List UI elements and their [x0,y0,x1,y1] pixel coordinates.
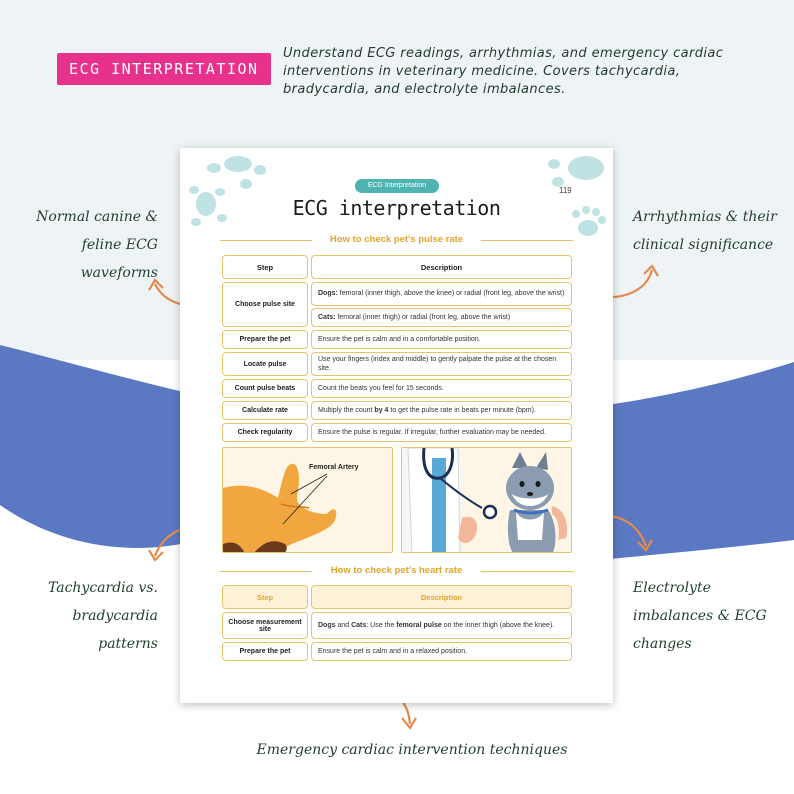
callout-waveforms: Normal canine &feline ECG waveforms [36,209,158,281]
dog-leg-illustration: Femoral Artery [223,463,359,552]
document-page: ECG Interpretation 119 ECG interpretatio… [180,148,613,703]
callout-emergency: Emergency cardiac intervention technique… [256,742,568,758]
paw-print-icon [548,156,606,236]
table-row-step: Prepare the pet [222,330,308,349]
table-header-step: Step [222,585,308,609]
section-pill: ECG Interpretation [355,179,439,193]
table-header-description: Description [311,585,572,609]
topic-tag: ECG INTERPRETATION [57,53,271,85]
femoral-artery-illustration: Femoral Artery [222,447,393,553]
section-heading-pulse: How to check pet's pulse rate [220,233,573,247]
femoral-artery-label: Femoral Artery [309,464,359,471]
table-row-step: Choose pulse site [222,282,308,327]
table-row-step: Check regularity [222,423,308,442]
table-row-description: Multiply the count by 4 to get the pulse… [311,401,572,420]
table-row-description: Use your fingers (index and middle) to g… [311,352,572,376]
table-row-step: Calculate rate [222,401,308,420]
table-row-step: Choose measurement site [222,612,308,639]
table-row-description: Ensure the pulse is regular. If irregula… [311,423,572,442]
vet-with-dog-illustration [401,447,572,553]
table-row-description: Ensure the pet is calm and in a comforta… [311,330,572,349]
table-row-step: Count pulse beats [222,379,308,398]
table-header-description: Description [311,255,572,279]
intro-text: Understand ECG readings, arrhythmias, an… [283,46,724,97]
table-header-step: Step [222,255,308,279]
table-row-description: Dogs: femoral (inner thigh, above the kn… [311,282,572,306]
table-row-step: Prepare the pet [222,642,308,661]
section-heading-heart: How to check pet's heart rate [220,564,573,578]
table-row-description: Count the beats you feel for 15 seconds. [311,379,572,398]
document-title: ECG interpretation [292,196,501,220]
paw-print-icon [189,156,266,226]
table-row-description: Dogs and Cats: Use the femoral pulse on … [311,612,572,639]
callout-tachy-brady: Tachycardia vs.bradycardia patterns [47,580,158,652]
page-number: 119 [559,186,572,195]
table-row-description: Ensure the pet is calm and in a relaxed … [311,642,572,661]
table-row-step: Locate pulse [222,352,308,376]
table-row-description: Cats: femoral (inner thigh) or radial (f… [311,308,572,327]
